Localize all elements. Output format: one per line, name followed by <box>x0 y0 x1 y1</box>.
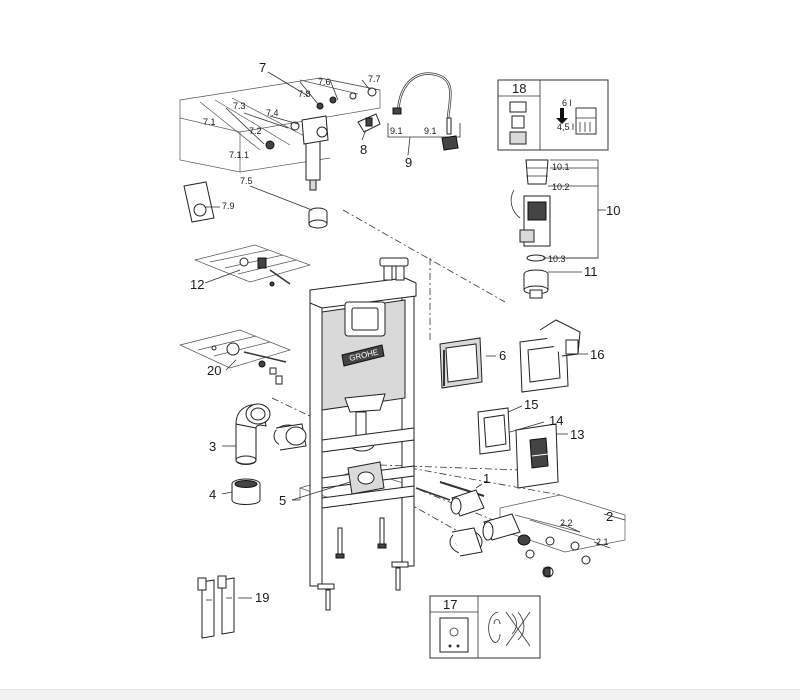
callout-20: 20 <box>207 363 221 378</box>
callout-1: 1 <box>483 471 490 486</box>
fixing-set-20 <box>211 342 287 385</box>
wall-brackets-19 <box>197 575 235 639</box>
panel-20 <box>178 329 292 369</box>
callout-18: 18 <box>512 81 526 96</box>
outlet-11 <box>523 269 549 299</box>
callout-13: 13 <box>570 427 584 442</box>
callout-7-1: 7.1 <box>203 117 216 127</box>
callout-labels: 7 7.1 7.1.1 7.2 7.3 7.4 7.5 7.6 7.7 7.8 … <box>190 60 620 612</box>
callout-9: 9 <box>405 155 412 170</box>
callout-10-1: 10.1 <box>552 162 570 172</box>
installation-frame: GROHE <box>309 257 417 611</box>
drain-pipe-1 <box>415 481 485 517</box>
panel-12 <box>193 244 312 283</box>
assembly-dash-lines <box>271 209 561 539</box>
callout-7-3: 7.3 <box>233 101 246 111</box>
panel-9 <box>387 123 461 138</box>
callout-12: 12 <box>190 277 204 292</box>
leader-lines <box>204 71 626 599</box>
callout-7-9: 7.9 <box>222 201 235 211</box>
box-17 <box>429 595 541 659</box>
callout-2: 2 <box>606 509 613 524</box>
fill-valve-7 <box>265 87 377 229</box>
callout-17: 17 <box>443 597 457 612</box>
callout-7-7: 7.7 <box>368 74 381 84</box>
protection-cap-6 <box>439 337 483 389</box>
callout-11: 11 <box>584 264 598 279</box>
soundproof-panel-icon <box>439 617 469 653</box>
frame-16 <box>519 319 581 393</box>
mount-frame-15 <box>477 407 511 455</box>
arrow-down-icon <box>556 108 568 124</box>
sealing-pack-7-9 <box>183 181 215 223</box>
sleeve-4 <box>231 478 261 505</box>
water-tank-icon <box>575 107 597 135</box>
callout-9-1a: 9.1 <box>390 126 403 136</box>
connector-set-2 <box>482 513 591 578</box>
callout-19: 19 <box>255 590 269 605</box>
callout-16: 16 <box>590 347 604 362</box>
callout-6: 6 <box>499 348 506 363</box>
callout-10: 10 <box>606 203 620 218</box>
flush-pipe-sleeve <box>449 527 483 557</box>
callout-7-5: 7.5 <box>240 176 253 186</box>
callout-4: 4 <box>209 487 216 502</box>
callout-8: 8 <box>360 142 367 157</box>
fixing-set-12 <box>239 257 291 287</box>
bracket-8 <box>357 113 381 133</box>
callout-7: 7 <box>259 60 266 75</box>
callout-10-2: 10.2 <box>552 182 570 192</box>
flex-hose-9 <box>392 72 459 151</box>
callout-7-8: 7.8 <box>298 89 311 99</box>
panel-10-bracket <box>550 159 606 259</box>
callout-7-2: 7.2 <box>249 126 262 136</box>
pan-connector-3 <box>235 403 307 465</box>
callout-7-1-1: 7.1.1 <box>229 150 249 160</box>
callout-15: 15 <box>524 397 538 412</box>
bottom-bar <box>0 689 800 700</box>
callout-7-6: 7.6 <box>318 77 331 87</box>
flush-volume-full: 6 l <box>562 98 572 108</box>
callout-10-3: 10.3 <box>548 254 566 264</box>
actuator-plate-13 <box>515 423 559 489</box>
callout-5: 5 <box>279 493 286 508</box>
callout-2-2: 2.2 <box>560 518 573 528</box>
box-18 <box>497 79 609 151</box>
flush-valve-10 <box>510 159 551 262</box>
callout-14: 14 <box>549 413 563 428</box>
callout-2-1: 2.1 <box>596 537 609 547</box>
ear-noise-crossed-icon <box>488 611 531 647</box>
flush-volume-partial: 4,5 l <box>557 122 574 132</box>
callout-3: 3 <box>209 439 216 454</box>
callout-9-1b: 9.1 <box>424 126 437 136</box>
callout-7-4: 7.4 <box>266 108 279 118</box>
